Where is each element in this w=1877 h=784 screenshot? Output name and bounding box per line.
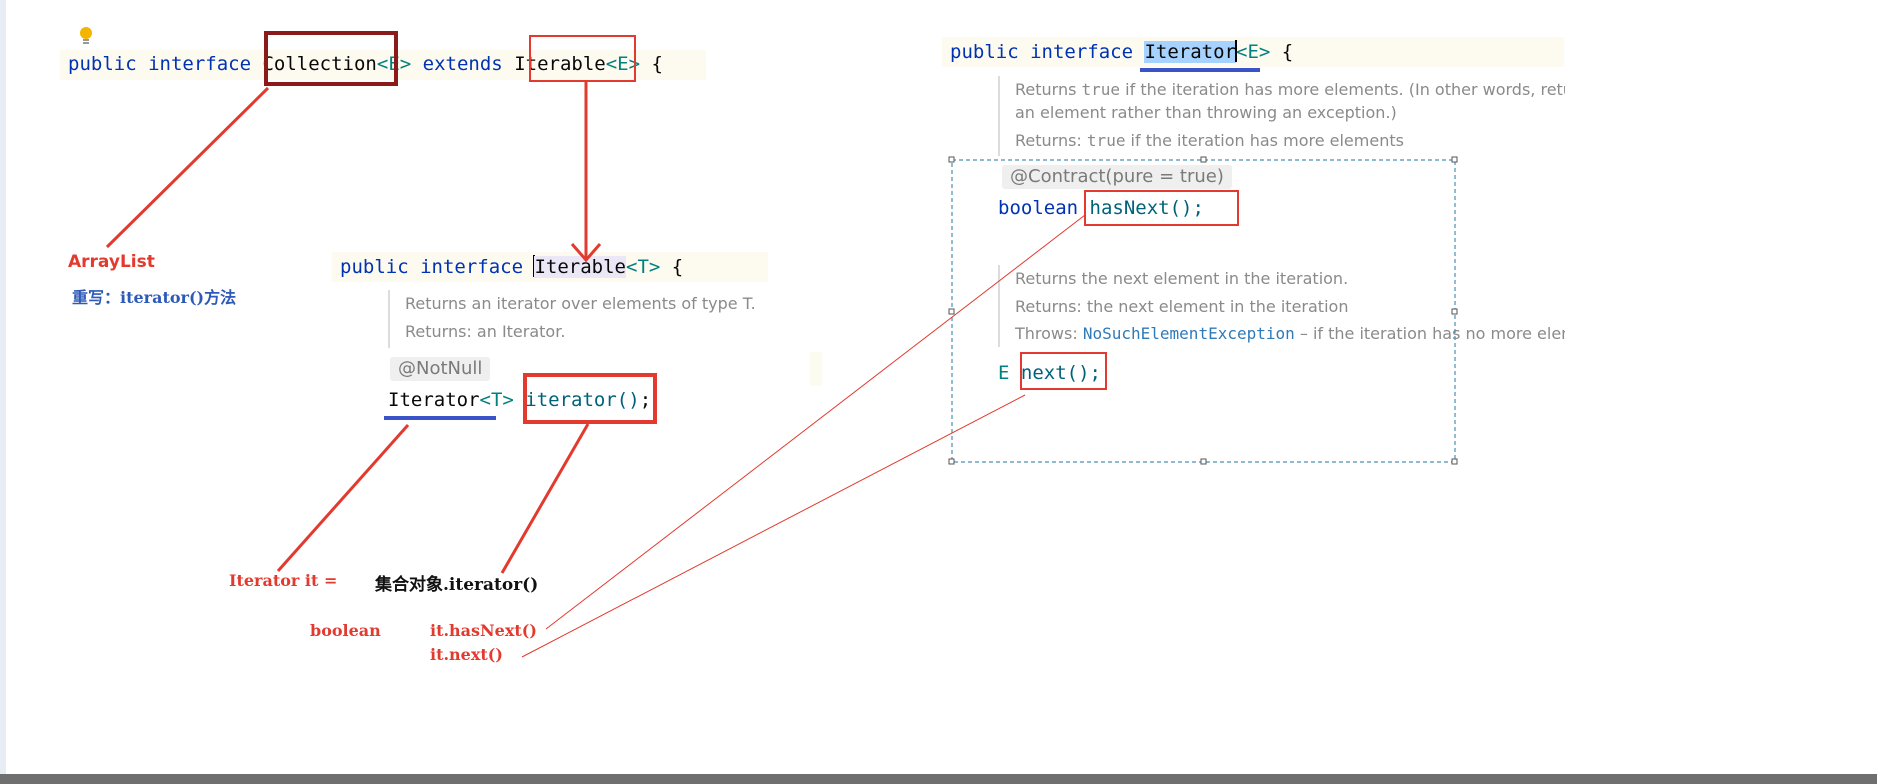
iterator-declaration: public interface Iterator<E> { — [950, 39, 1293, 65]
hasnext-doc-1-pre: Returns — [1015, 80, 1077, 99]
hasnext-doc-1-code: true — [1081, 80, 1121, 99]
extends-arrow-head — [570, 243, 602, 263]
extends-keyword: extends — [422, 53, 503, 75]
next-return-type: E — [998, 362, 1010, 384]
note-boolean: boolean — [310, 621, 381, 640]
hasnext-doc-line-3: Returns: true if the iteration has more … — [1015, 130, 1404, 152]
next-doc-border — [998, 265, 1000, 347]
next-doc-line-3: Throws: NoSuchElementException – if the … — [1015, 323, 1565, 345]
iterator-type-to-note-line — [276, 424, 410, 572]
hasnext-doc-line-2: an element rather than throwing an excep… — [1015, 103, 1397, 122]
collection-to-arraylist-line — [105, 86, 270, 249]
iterator-brace: { — [1281, 41, 1294, 63]
hasnext-doc-3-post: if the iteration has more elements — [1130, 131, 1404, 150]
iterator-caret — [1235, 40, 1237, 62]
iterator-semicolon: ; — [639, 389, 652, 411]
note-it-next: it.next() — [430, 645, 503, 664]
iterator-method-box — [523, 373, 657, 424]
iterator-code-band — [942, 37, 1564, 67]
hasnext-doc-line-1: Returns true if the iteration has more e… — [1015, 79, 1565, 101]
next-doc-line-1: Returns the next element in the iteratio… — [1015, 269, 1349, 288]
lightbulb-icon[interactable] — [78, 26, 94, 46]
note-collection-object: 集合对象.iterator() — [375, 575, 539, 595]
hasnext-method-line: boolean hasNext(); — [998, 195, 1204, 221]
note-iterator-it: Iterator it = — [229, 571, 338, 590]
hasnext-doc-border — [998, 76, 1000, 156]
iterable-name[interactable]: Iterable — [534, 256, 626, 278]
iterable-doc-border — [388, 290, 390, 348]
iterator-method[interactable]: iterator() — [525, 389, 640, 411]
iterable-parent-name[interactable]: Iterable — [514, 53, 606, 75]
note-override: 重写：iterator()方法 — [72, 288, 237, 307]
collection-brace: { — [651, 53, 663, 75]
iterable-doc-line-2: Returns: an Iterator. — [405, 322, 566, 341]
hasnext-doc-3-code: true — [1086, 131, 1126, 150]
iterable-declaration: public interface Iterable<T> { — [340, 254, 683, 280]
iterable-parent-box — [529, 35, 636, 82]
next-doc-3-post: – if the iteration has no more elements — [1299, 324, 1565, 343]
iterable-generic: <T> — [626, 256, 661, 278]
collection-declaration: public interface Collection <E> extends I… — [68, 51, 663, 77]
next-box — [1020, 352, 1107, 390]
left-gutter-strip — [0, 0, 6, 784]
dashed-selection-box — [951, 159, 1456, 463]
next-method-line: E next(); — [998, 360, 1101, 386]
hasnext-connector — [545, 214, 1086, 630]
collection-box — [264, 31, 398, 86]
nosuchelement-link[interactable]: NoSuchElementException — [1082, 324, 1295, 343]
hasnext-return-type: boolean — [998, 197, 1079, 219]
note-arraylist: ArrayList — [68, 252, 155, 272]
notnull-annotation: @NotNull — [390, 357, 491, 381]
iterator-keyword: public interface — [950, 41, 1134, 63]
hasnext-doc-3-pre: Returns: — [1015, 131, 1082, 150]
hasnext-method[interactable]: hasNext(); — [1089, 197, 1204, 219]
contract-annotation: @Contract(pure = true) — [1002, 165, 1232, 189]
iterator-generic: <E> — [1236, 41, 1271, 63]
note-it-hasnext: it.hasNext() — [430, 621, 537, 640]
next-doc-line-2: Returns: the next element in the iterati… — [1015, 297, 1349, 316]
next-connector — [521, 394, 1026, 658]
parent-generic: <E> — [605, 53, 641, 75]
next-doc-3-pre: Throws: — [1015, 324, 1078, 343]
hasnext-doc-1-post: if the iteration has more elements. (In … — [1125, 80, 1565, 99]
iterator-method-line: Iterator<T> iterator(); — [388, 387, 651, 413]
iterable-brace: { — [671, 256, 684, 278]
collection-keyword: public interface — [68, 53, 252, 75]
collection-code-band — [60, 50, 706, 80]
hasnext-box — [1084, 190, 1239, 226]
bottom-status-bar — [0, 774, 1877, 784]
iterator-method-to-note-line — [500, 423, 590, 574]
gutter-marker — [810, 352, 822, 386]
selection-handles — [948, 156, 1458, 465]
iterable-doc-line-1: Returns an iterator over elements of typ… — [405, 294, 756, 313]
iterator-name[interactable]: Iterator — [1144, 41, 1236, 63]
iterable-keyword: public interface — [340, 256, 524, 278]
return-type-iterator[interactable]: Iterator — [388, 389, 480, 411]
next-method[interactable]: next(); — [1020, 362, 1101, 384]
collection-name[interactable]: Collection — [262, 53, 377, 75]
return-generic: <T> — [479, 389, 514, 411]
